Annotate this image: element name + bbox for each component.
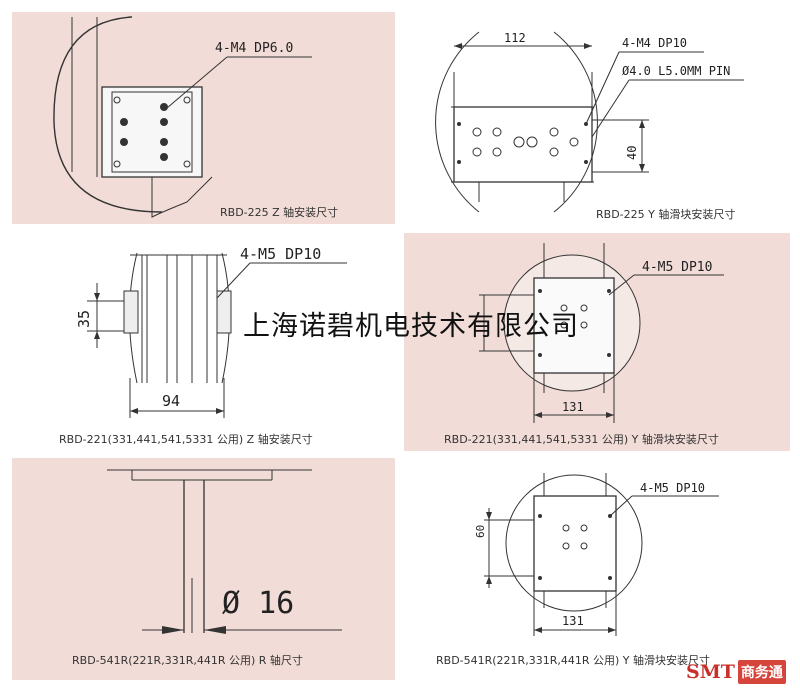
dim-label: 4-M4 DP10 bbox=[622, 36, 687, 50]
drawing-rbd221-z: 4-M5 DP10 35 94 bbox=[75, 245, 347, 418]
dim-label: 4-M5 DP10 bbox=[640, 481, 705, 495]
dim-label: 94 bbox=[162, 392, 180, 410]
dim-label: Ø4.0 L5.0MM PIN bbox=[622, 64, 730, 78]
panel-rbd221-z: 4-M5 DP10 35 94 RBD-221(331,441,541,5331… bbox=[12, 233, 395, 451]
company-watermark: 上海诺碧机电技术有限公司 bbox=[243, 311, 579, 342]
dim-label: 4-M5 DP10 bbox=[240, 245, 321, 263]
panel-caption: RBD-541R(221R,331R,441R 公用) R 轴尺寸 bbox=[72, 654, 303, 667]
drawing-rbd541r-y: 4-M5 DP10 60 131 bbox=[474, 473, 719, 636]
dim-label: 40 bbox=[625, 146, 639, 160]
panel-rbd541r-r: Ø 16 RBD-541R(221R,331R,441R 公用) R 轴尺寸 bbox=[12, 458, 395, 680]
dim-label: 131 bbox=[562, 614, 584, 628]
panel-caption: RBD-225 Z 轴安装尺寸 bbox=[220, 206, 339, 219]
panel-caption: RBD-221(331,441,541,5331 公用) Y 轴滑块安装尺寸 bbox=[444, 433, 719, 446]
dim-label: 112 bbox=[504, 31, 526, 45]
smt-logo: SMT 商务通 bbox=[686, 657, 796, 687]
drawing-rbd225-y: 112 4-M4 DP10 Ø4.0 L5.0MM PIN 40 bbox=[435, 31, 744, 213]
panel-rbd541r-y: 4-M5 DP10 60 131 RBD-541R(221R,331R,441R… bbox=[404, 458, 790, 680]
panel-rbd221-y: 4-M5 DP10 131 RBD-221(331,441,541,5331 公… bbox=[404, 233, 790, 451]
dim-label: 35 bbox=[75, 310, 93, 328]
dim-label: Ø 16 bbox=[222, 586, 294, 621]
drawing-rbd225-z: 4-M4 DP6.0 bbox=[53, 16, 312, 218]
logo-text: SMT bbox=[686, 661, 735, 683]
panel-caption: RBD-221(331,441,541,5331 公用) Z 轴安装尺寸 bbox=[59, 433, 313, 446]
drawing-rbd541r-r: Ø 16 bbox=[107, 469, 342, 634]
dim-label: 131 bbox=[562, 400, 584, 414]
dim-label: 60 bbox=[474, 525, 487, 538]
logo-badge: 商务通 bbox=[737, 660, 786, 684]
panel-rbd225-y: 112 4-M4 DP10 Ø4.0 L5.0MM PIN 40 RBD-225… bbox=[404, 12, 790, 224]
dim-label: 4-M4 DP6.0 bbox=[215, 41, 293, 56]
panel-caption: RBD-541R(221R,331R,441R 公用) Y 轴滑块安装尺寸 bbox=[436, 654, 710, 667]
panel-rbd225-z: 4-M4 DP6.0 RBD-225 Z 轴安装尺寸 bbox=[12, 12, 395, 224]
drawing-rbd221-y: 4-M5 DP10 131 bbox=[479, 243, 724, 423]
dim-label: 4-M5 DP10 bbox=[642, 260, 712, 275]
panel-caption: RBD-225 Y 轴滑块安装尺寸 bbox=[596, 208, 736, 221]
